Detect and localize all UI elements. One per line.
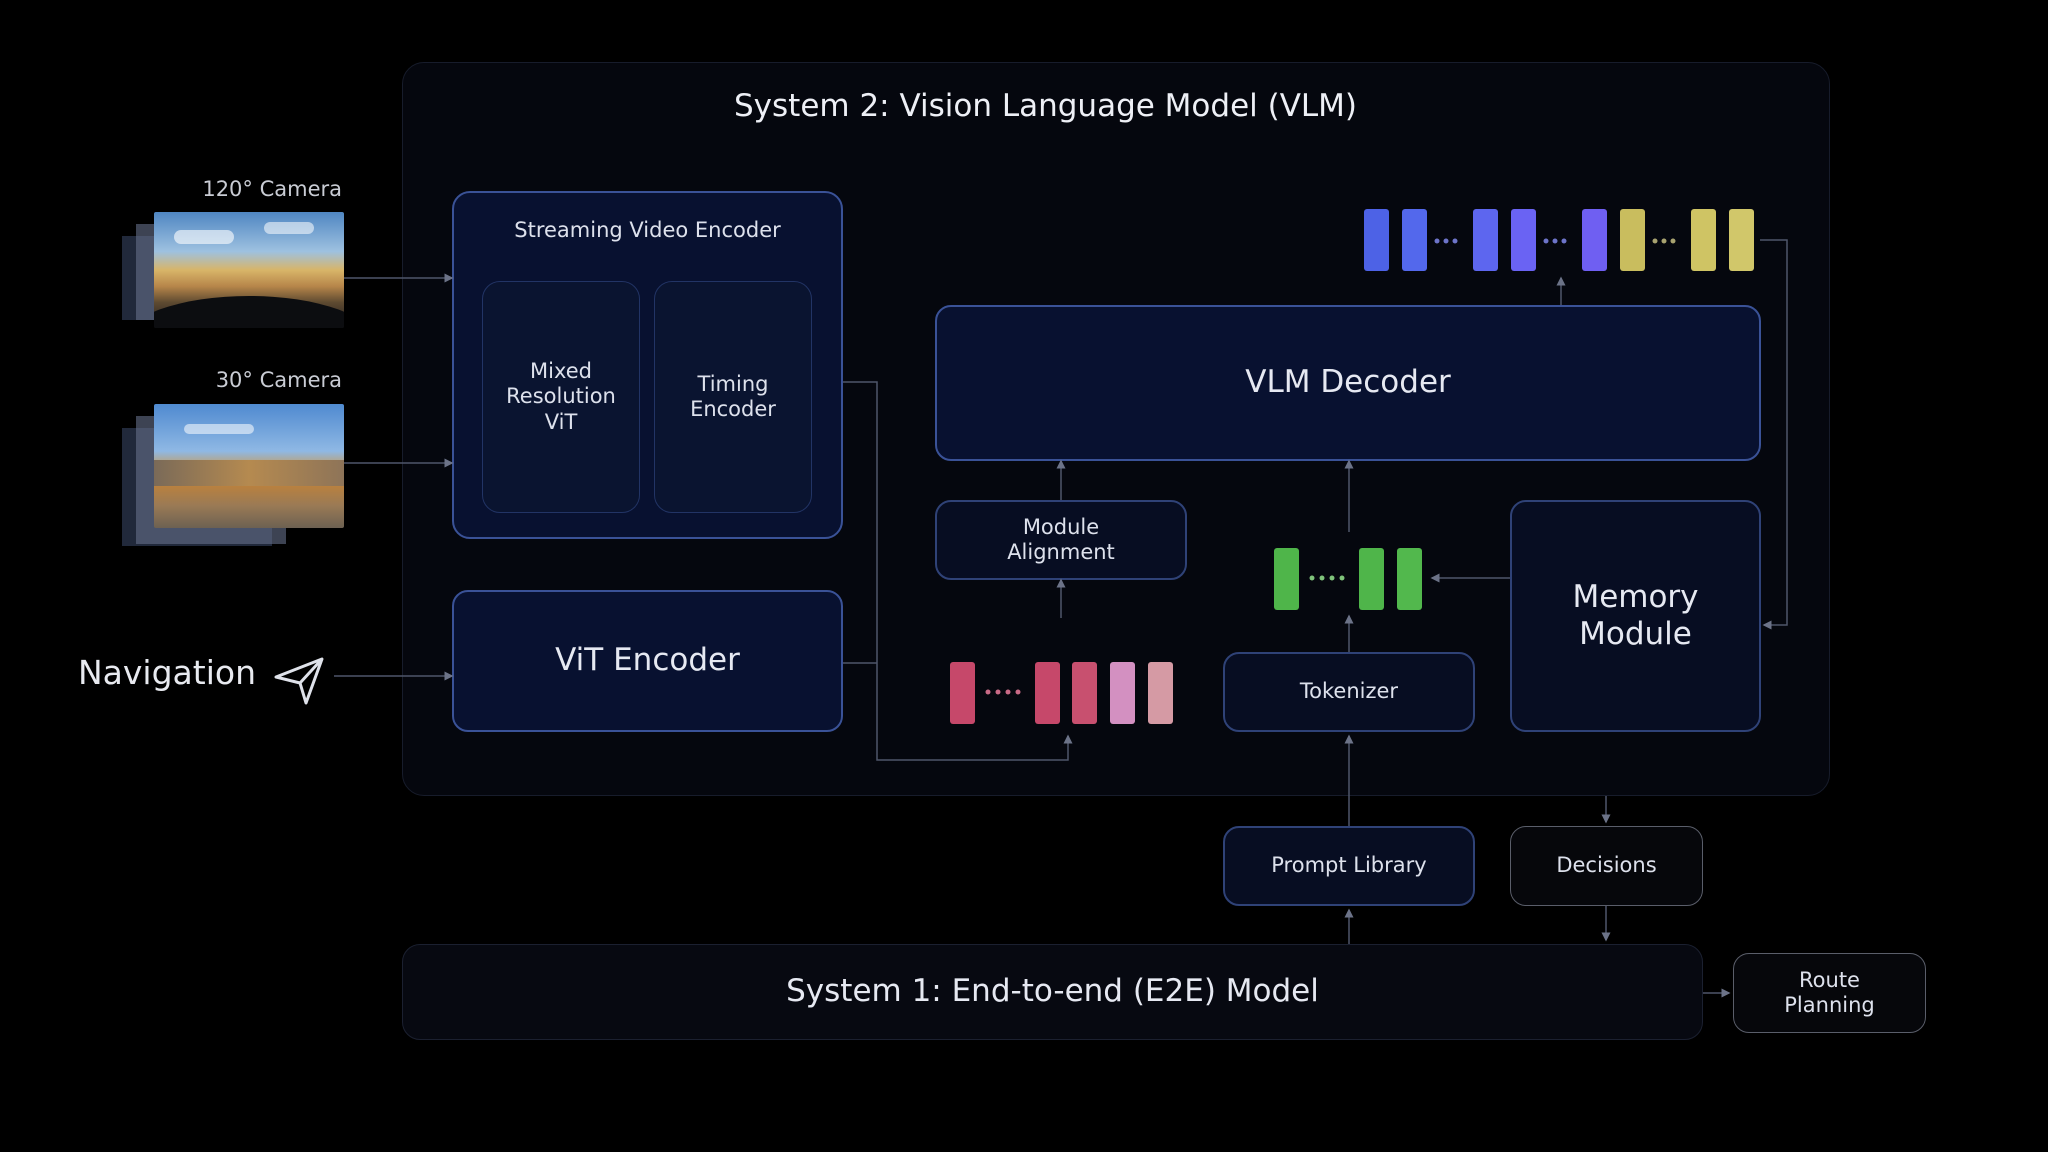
route-planning-label: Route Planning	[1784, 967, 1875, 1017]
memory-module-label: Memory Module	[1572, 578, 1699, 652]
narrow-camera-image	[154, 404, 344, 528]
vision-token	[1110, 662, 1135, 724]
output-token	[1620, 209, 1645, 271]
tokenizer-label: Tokenizer	[1299, 679, 1399, 704]
prompt-library-label: Prompt Library	[1271, 853, 1427, 878]
vit-encoder-label: ViT Encoder	[555, 642, 740, 679]
navigation-label: Navigation	[78, 653, 256, 692]
streaming-video-encoder-title: Streaming Video Encoder	[514, 218, 781, 242]
wide-camera-label: 120° Camera	[202, 177, 342, 201]
vlm-decoder-label: VLM Decoder	[1245, 364, 1451, 401]
prompt-library: Prompt Library	[1223, 826, 1475, 906]
decisions: Decisions	[1510, 826, 1703, 906]
mixed-resolution-vit: Mixed Resolution ViT	[482, 281, 640, 513]
mixed-resolution-vit-label: Mixed Resolution ViT	[506, 359, 616, 434]
vision-token	[1072, 662, 1097, 724]
text-token	[1274, 548, 1299, 610]
navigation-arrow-icon	[274, 657, 324, 705]
route-planning: Route Planning	[1733, 953, 1926, 1033]
system2-title: System 2: Vision Language Model (VLM)	[734, 88, 1358, 124]
memory-module: Memory Module	[1510, 500, 1761, 732]
token-ellipsis	[1434, 238, 1567, 244]
vision-token	[1035, 662, 1060, 724]
system1-title: System 1: End-to-end (E2E) Model	[786, 973, 1319, 1010]
output-token	[1729, 209, 1754, 271]
system1-panel: System 1: End-to-end (E2E) Model	[402, 944, 1703, 1040]
module-alignment-label: Module Alignment	[1007, 514, 1115, 564]
vlm-decoder: VLM Decoder	[935, 305, 1761, 461]
output-token	[1582, 209, 1607, 271]
vit-encoder: ViT Encoder	[452, 590, 843, 732]
timing-encoder: Timing Encoder	[654, 281, 812, 513]
output-token	[1511, 209, 1536, 271]
wide-camera-image	[154, 212, 344, 328]
timing-encoder-label: Timing Encoder	[690, 371, 776, 421]
output-token	[1473, 209, 1498, 271]
output-token	[1402, 209, 1427, 271]
vision-token	[1148, 662, 1173, 724]
decisions-label: Decisions	[1556, 853, 1657, 878]
output-token	[1364, 209, 1389, 271]
text-token	[1397, 548, 1422, 610]
output-token	[1691, 209, 1716, 271]
text-token	[1359, 548, 1384, 610]
vision-token	[950, 662, 975, 724]
tokenizer: Tokenizer	[1223, 652, 1475, 732]
narrow-camera-label: 30° Camera	[215, 368, 342, 392]
